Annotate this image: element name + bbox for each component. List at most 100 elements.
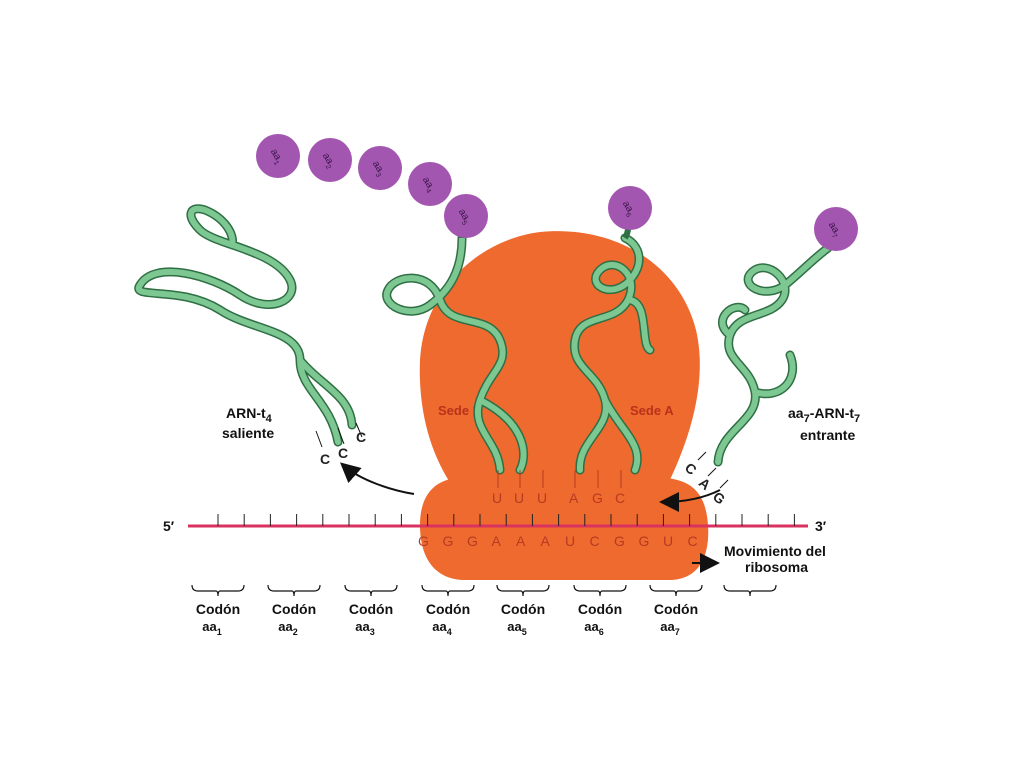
aa-subscript: 2: [324, 164, 332, 171]
mrna-ticks: [217, 514, 795, 526]
polypeptide-chain: aa1 aa2 aa3 aa4 aa5 aa6 aa7: [256, 134, 858, 251]
aa-label: aa: [420, 175, 435, 191]
incoming-aa-subscript: 7: [804, 413, 810, 425]
movement-label-line1: Movimiento del: [724, 543, 826, 559]
five-prime-label: 5′: [163, 518, 175, 534]
codon-amino-acid: aa1: [202, 619, 221, 637]
anticodon-ticks: [497, 470, 622, 488]
ribosome-small-subunit: [420, 478, 709, 580]
codon-label: Codón: [349, 601, 393, 617]
exiting-trna-subscript: 4: [266, 413, 273, 425]
anticodon-p-site: U U U: [492, 490, 547, 506]
incoming-aa: aa: [788, 405, 804, 421]
aa-label: aa: [826, 220, 841, 236]
exiting-trna-status: saliente: [222, 425, 274, 441]
incoming-trna-subscript: 7: [854, 413, 860, 425]
three-prime-label: 3′: [815, 518, 827, 534]
mrna-base: G: [418, 533, 429, 549]
incoming-trna-status: entrante: [800, 427, 855, 443]
anticodon-exiting: C C C: [315, 422, 366, 467]
svg-text:ARN-t4: ARN-t4: [226, 405, 273, 425]
anticodon-base: U: [514, 490, 524, 506]
codon-brace: [344, 584, 398, 597]
mrna-base: U: [663, 533, 673, 549]
codon-brace: [267, 584, 321, 597]
aa-label: aa: [320, 151, 335, 167]
amino-acid-1: aa1: [256, 134, 300, 178]
anticodon-base: G: [592, 490, 603, 506]
aa-label: aa: [456, 207, 471, 223]
anticodon-base: C: [615, 490, 625, 506]
mrna-base: G: [614, 533, 625, 549]
ribosome-large-subunit: [419, 231, 700, 490]
aa-subscript: 1: [272, 160, 280, 167]
svg-text:aa4: aa4: [418, 175, 437, 195]
codon-brace: [573, 584, 627, 597]
codon-amino-acid: aa6: [584, 619, 603, 637]
entry-arrow: [659, 489, 721, 512]
incoming-trna-label: aa7-ARN-t7 entrante: [788, 405, 860, 443]
codon-amino-acid: aa3: [355, 619, 374, 637]
amino-acid-2: aa2: [308, 138, 352, 182]
a-site-label: Sede A: [630, 403, 674, 418]
amino-acid-3: aa3: [358, 146, 402, 190]
svg-text:aa6: aa6: [618, 199, 637, 219]
codon-amino-acid: aa7: [660, 619, 679, 637]
svg-text:aa1: aa1: [266, 147, 285, 167]
codon-amino-acid: aa2: [278, 619, 297, 637]
svg-text:aa7: aa7: [824, 220, 843, 240]
anticodon-base: U: [492, 490, 502, 506]
codon-brace: [649, 584, 703, 597]
incoming-trna-name: -ARN-t: [810, 405, 855, 421]
amino-acid-4: aa4: [408, 162, 452, 206]
trna-exiting: [134, 204, 357, 447]
exiting-trna-label: ARN-t4 saliente: [222, 405, 274, 441]
trna-incoming: [713, 243, 833, 467]
anticodon-base: C: [356, 429, 366, 445]
anticodon-base: U: [537, 490, 547, 506]
codon-label: Codón: [501, 601, 545, 617]
amino-acid-7: aa7: [814, 207, 858, 251]
mrna-base: G: [467, 533, 478, 549]
codon-label: Codón: [272, 601, 316, 617]
mrna-base: G: [639, 533, 650, 549]
aa-subscript: 5: [460, 220, 468, 227]
amino-acid-5: aa5: [444, 194, 488, 238]
aa-subscript: 3: [374, 172, 382, 179]
codon-amino-acid: aa5: [507, 619, 526, 637]
aa-subscript: 7: [830, 233, 838, 240]
trna-p-site: [382, 233, 529, 475]
codon-brace: [191, 584, 245, 597]
trna-a-site: [569, 233, 655, 475]
anticodon-base: A: [569, 490, 579, 506]
svg-text:aa5: aa5: [454, 207, 473, 227]
aa-subscript: 6: [624, 212, 632, 219]
mrna-base: U: [565, 533, 575, 549]
svg-text:aa3: aa3: [368, 159, 387, 179]
aa-label: aa: [620, 199, 635, 215]
codon-label: Codón: [654, 601, 698, 617]
exiting-trna-name: ARN-t: [226, 405, 266, 421]
codon-label: Codón: [426, 601, 470, 617]
mrna-base: G: [443, 533, 454, 549]
svg-text:aa7-ARN-t7: aa7-ARN-t7: [788, 405, 860, 425]
codon-labels: Codónaa1Codónaa2Codónaa3Codónaa4Codónaa5…: [191, 584, 777, 637]
amino-acid-6: aa6: [608, 186, 652, 230]
aa-subscript: 4: [424, 188, 432, 195]
mrna-base: C: [688, 533, 698, 549]
svg-text:aa2: aa2: [318, 151, 337, 171]
mrna-base: A: [516, 533, 526, 549]
mrna-base: C: [590, 533, 600, 549]
codon-brace: [723, 584, 777, 597]
mrna-base: A: [492, 533, 502, 549]
anticodon-a-site: A G C: [569, 490, 625, 506]
p-site-label: Sede P: [438, 403, 482, 418]
codon-label: Codón: [196, 601, 240, 617]
codon-label: Codón: [578, 601, 622, 617]
anticodon-base: C: [320, 451, 330, 467]
mrna-base: A: [541, 533, 551, 549]
